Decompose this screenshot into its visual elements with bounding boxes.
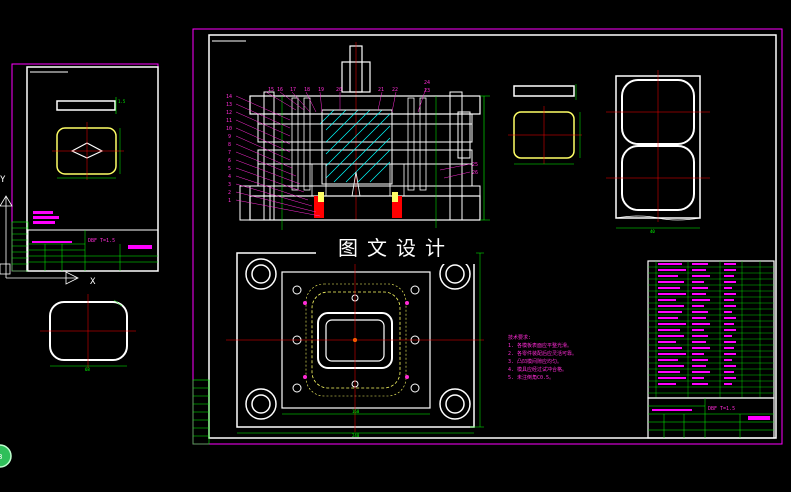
part-number-16: 16: [277, 87, 283, 93]
part-number-21: 21: [378, 87, 384, 93]
watermark-label: 图文设计: [316, 228, 476, 264]
svg-text:1.5: 1.5: [118, 99, 126, 104]
part-number-25: 25: [472, 162, 478, 168]
tech-note-line: 4. 模具应经过试冲合格。: [508, 367, 568, 373]
tech-notes-title: 技术要求:: [508, 335, 532, 341]
part-number-7: 7: [228, 150, 231, 156]
assembly-title-block: DBF T=1.5: [647, 397, 775, 439]
svg-text:B: B: [0, 453, 2, 461]
part-number-8: 8: [228, 142, 231, 148]
part-number-14: 14: [226, 94, 232, 100]
strip-layout-view: [508, 84, 582, 165]
part-width-dim: 68: [85, 367, 90, 372]
part-number-19: 19: [318, 87, 324, 93]
part-number-18: 18: [304, 87, 310, 93]
ucs-axis-icon[interactable]: Y X: [0, 175, 96, 287]
svg-text:X: X: [90, 277, 96, 287]
part-number-1: 1: [228, 198, 231, 204]
part-number-20: 20: [336, 87, 342, 93]
part-number-26: 26: [472, 170, 478, 176]
tech-note-line: 5. 未注倒角C0.5。: [508, 375, 555, 381]
part-number-4: 4: [228, 174, 231, 180]
die-section-view: 15 16 17 18 19 20 21 22 23 24 14 13 12 1…: [226, 42, 490, 230]
plan-inner-width-dim: 160: [352, 409, 360, 414]
tech-note-line: 2. 各零件装配后应灵活可靠。: [508, 351, 578, 357]
part-number-23: 23: [424, 88, 430, 94]
part-number-5: 5: [228, 166, 231, 172]
part-outline-view: 68: [40, 294, 136, 372]
part-number-17: 17: [290, 87, 296, 93]
part-title-code: DBF T=1.5: [88, 238, 115, 244]
part-number-24: 24: [424, 80, 430, 86]
strip-nesting-view: 40: [606, 70, 710, 234]
part-number-15: 15: [268, 87, 274, 93]
part-number-3: 3: [228, 182, 231, 188]
assembly-title-code: DBF T=1.5: [708, 406, 735, 412]
part-number-6: 6: [228, 158, 231, 164]
part-drawing-sheet: 1.5 DBF T=1.5: [11, 63, 159, 272]
viewcube-badge-icon[interactable]: B: [0, 444, 12, 468]
part-number-11: 11: [226, 118, 232, 124]
tech-note-line: 1. 各模板表面应平整光滑。: [508, 343, 573, 349]
tech-note-line: 3. 凸凹模间隙应均匀。: [508, 359, 563, 365]
bill-of-materials: [647, 260, 775, 399]
assembly-drawing-sheet: [192, 28, 783, 445]
part-number-10: 10: [226, 126, 232, 132]
part-number-9: 9: [228, 134, 231, 140]
strip-width-dim: 40: [650, 229, 655, 234]
plan-width-dim: 240: [352, 433, 360, 438]
die-plan-view: 240 160: [226, 252, 484, 438]
part-number-22: 22: [392, 87, 398, 93]
part-number-12: 12: [226, 110, 232, 116]
part-number-13: 13: [226, 102, 232, 108]
part-number-2: 2: [228, 190, 231, 196]
svg-text:Y: Y: [0, 175, 6, 185]
